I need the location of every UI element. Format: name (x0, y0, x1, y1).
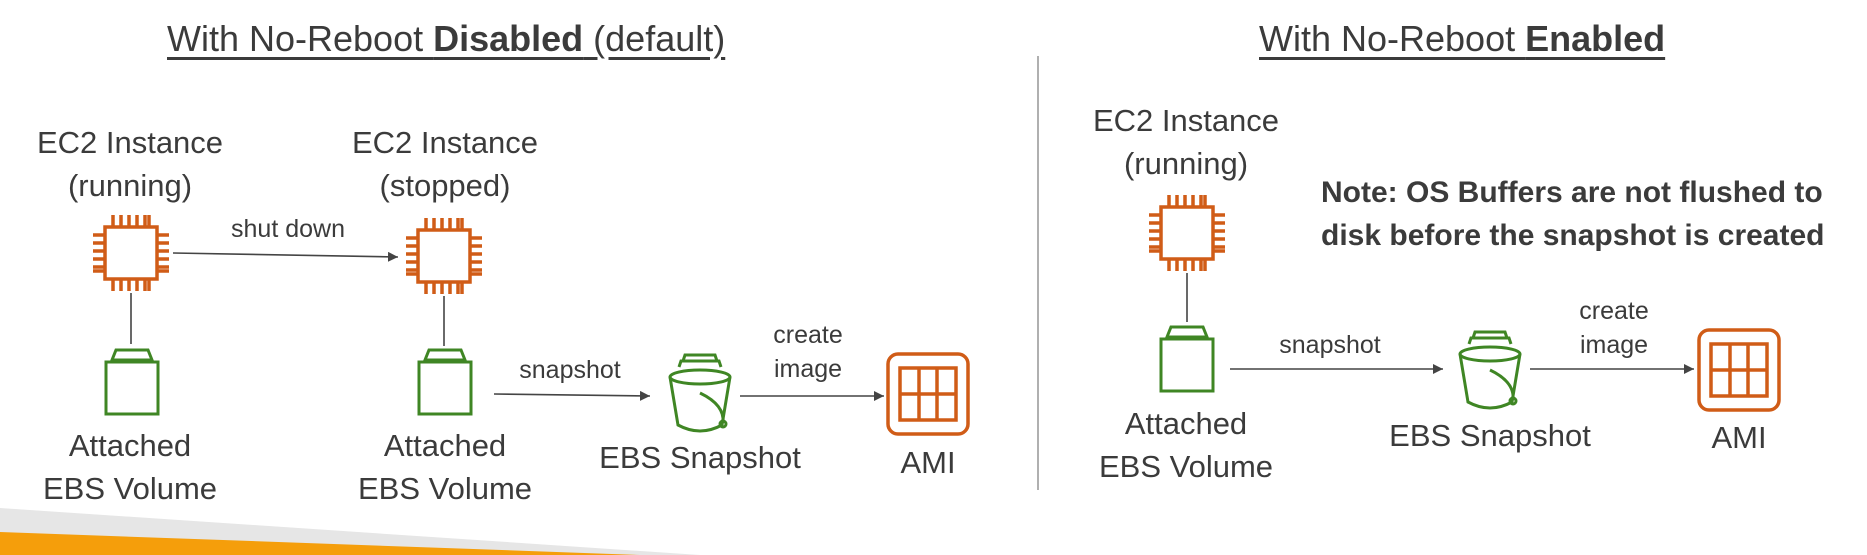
right-title-prefix: With No-Reboot (1259, 18, 1526, 59)
note-line1: Note: OS Buffers are not flushed to (1321, 176, 1823, 209)
instance-stopped-label: EC2 Instance (stopped) (320, 121, 570, 207)
ebs-volume-icon (104, 348, 160, 416)
instance-running-line2: (running) (67, 168, 193, 203)
bucket-icon (1458, 330, 1522, 410)
volume2-line1: Attached (383, 428, 507, 463)
note-line2: disk before the snapshot is created (1321, 219, 1825, 252)
snapshot-label-left: EBS Snapshot (599, 440, 801, 475)
volume-right-line1: Attached (1124, 406, 1248, 441)
volume-right-label: Attached EBS Volume (1066, 402, 1306, 488)
instance-right-line2: (running) (1123, 146, 1249, 181)
right-panel-title: With No-Reboot Enabled (1259, 18, 1665, 60)
create-image-right-line2: image (1579, 331, 1649, 359)
instance-right-label: EC2 Instance (running) (1066, 99, 1306, 185)
note-text: Note: OS Buffers are not flushed to disk… (1321, 171, 1824, 257)
instance-stopped-line2: (stopped) (379, 168, 511, 203)
volume1-line1: Attached (68, 428, 192, 463)
snapshot-edge-label-right: snapshot (1279, 331, 1381, 359)
instance-running-line1: EC2 Instance (36, 125, 224, 160)
snapshot-label-right: EBS Snapshot (1389, 418, 1591, 453)
chip-icon (406, 218, 482, 294)
ami-label-right: AMI (1711, 420, 1767, 455)
right-title-bold: Enabled (1525, 18, 1666, 59)
left-panel-title: With No-Reboot Disabled (default) (167, 18, 725, 60)
chip-icon (93, 215, 169, 291)
ami-grid-icon (1697, 328, 1781, 412)
ami-grid-icon (886, 352, 970, 436)
snapshot-arrow-left (493, 390, 651, 401)
create-image-left-line1: create (773, 321, 843, 349)
ami-label-left: AMI (900, 445, 956, 480)
volume1-line2: EBS Volume (42, 471, 218, 506)
left-title-prefix: With No-Reboot (167, 18, 434, 59)
ebs-volume-icon (417, 348, 473, 416)
volume2-line2: EBS Volume (357, 471, 533, 506)
volume1-label: Attached EBS Volume (10, 424, 250, 510)
create-image-label-right: create image (1544, 294, 1684, 362)
instance-right-line1: EC2 Instance (1092, 103, 1280, 138)
create-image-right-line1: create (1579, 297, 1649, 325)
chip-icon (1149, 195, 1225, 271)
create-image-left-line2: image (773, 355, 843, 383)
left-title-bold: Disabled (433, 18, 584, 59)
instance-running-label: EC2 Instance (running) (10, 121, 250, 207)
volume-right-line2: EBS Volume (1098, 449, 1274, 484)
shutdown-label: shut down (231, 215, 345, 243)
instance-stopped-line1: EC2 Instance (351, 125, 539, 160)
bucket-icon (668, 353, 732, 433)
shutdown-arrow (172, 251, 399, 262)
left-title-suffix: (default) (583, 18, 726, 59)
create-image-label-left: create image (738, 318, 878, 386)
snapshot-edge-label-left: snapshot (519, 356, 621, 384)
ebs-volume-icon (1159, 325, 1215, 393)
volume2-label: Attached EBS Volume (325, 424, 565, 510)
